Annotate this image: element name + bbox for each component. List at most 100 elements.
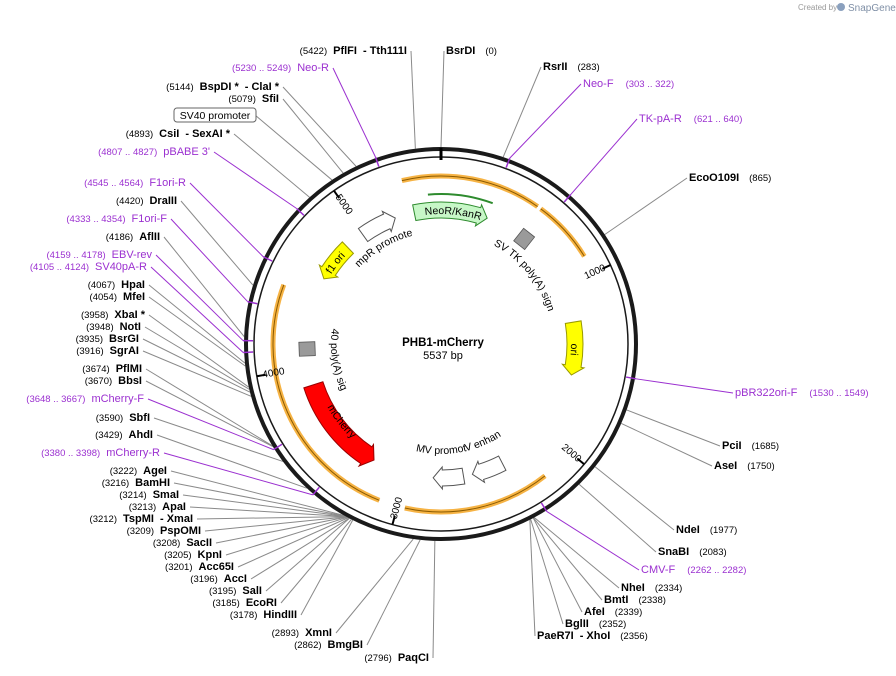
site-label-pcii[interactable]: PciI(1685) <box>722 440 779 452</box>
site-label-noti[interactable]: NotI(3948) <box>86 321 141 333</box>
site-name: BsrGI <box>109 333 139 345</box>
connector-line <box>196 516 346 520</box>
site-label-bsrdi[interactable]: BsrDI(0) <box>446 45 497 57</box>
site-label-snabi[interactable]: SnaBI(2083) <box>658 546 727 558</box>
site-label-smai[interactable]: SmaI(3214) <box>119 489 179 501</box>
primer-label-neof[interactable]: Neo-F(303 .. 322) <box>583 78 674 90</box>
site-label-bsrgi[interactable]: BsrGI(3935) <box>76 333 139 345</box>
site-name: HindIII <box>263 609 297 621</box>
site-name: BamHI <box>135 477 170 489</box>
site-label-nhei[interactable]: NheI(2334) <box>621 582 682 594</box>
primer-mark <box>247 300 258 305</box>
connector-line <box>626 409 721 447</box>
site-label-bmti[interactable]: BmtI(2338) <box>604 594 666 606</box>
site-position: (3196) <box>190 574 217 585</box>
site-position: (2352) <box>599 619 626 630</box>
site-label-bamhi[interactable]: BamHI (3216) <box>102 477 170 489</box>
site-label-draiii[interactable]: DraIII(4420) <box>116 195 177 207</box>
site-label-ndei[interactable]: NdeI(1977) <box>676 524 737 536</box>
feature-ori <box>561 320 586 376</box>
site-label-aflii[interactable]: AflII(4186) <box>106 231 160 243</box>
primer-label-mcherryf[interactable]: mCherry-F(3648 .. 3667) <box>26 393 144 405</box>
primer-label-f1orif[interactable]: F1ori-F(4333 .. 4354) <box>66 213 167 225</box>
site-label-paqci[interactable]: PaqCI(2796) <box>364 652 429 664</box>
site-label-ecori[interactable]: EcoRI(3185) <box>212 597 277 609</box>
site-name-extra: - SexAI * <box>185 128 230 140</box>
primer-label-tkpar[interactable]: TK-pA-R(621 .. 640) <box>639 113 742 125</box>
primer-label-cmvf[interactable]: CMV-F(2262 .. 2282) <box>641 564 746 576</box>
site-label-bbsi[interactable]: BbsI(3670) <box>85 375 142 387</box>
site-name: PspOMI <box>160 525 201 537</box>
primer-mark <box>540 502 548 512</box>
site-label-acci[interactable]: AccI(3196) <box>190 573 247 585</box>
site-label-mfei[interactable]: MfeI (4054) <box>90 291 145 303</box>
site-label-ecoo109i[interactable]: EcoO109I(865) <box>689 172 771 184</box>
primer-connector-line <box>213 151 297 209</box>
feature-sv40-polya <box>298 341 316 357</box>
site-name: PaqCI <box>398 652 429 664</box>
connector-line <box>142 350 252 397</box>
primer-connector-line <box>570 118 638 195</box>
primer-mark <box>563 193 572 203</box>
primer-name: CMV-F <box>641 564 676 576</box>
site-label-hindiii[interactable]: HindIII(3178) <box>230 609 297 621</box>
site-label-kpni[interactable]: KpnI(3205) <box>164 549 222 561</box>
site-label-pspomi[interactable]: PspOMI (3209) <box>127 525 201 537</box>
site-position: (2893) <box>272 628 299 639</box>
primer-connector-line <box>150 266 244 353</box>
label-connectors <box>142 50 734 659</box>
site-label-bglii[interactable]: BglII(2352) <box>565 618 626 630</box>
site-label-ahdi[interactable]: AhdI(3429) <box>95 429 153 441</box>
site-position: (283) <box>577 62 599 73</box>
connector-line <box>182 494 346 517</box>
site-name: AfeI <box>584 606 605 618</box>
site-name: BspDI * <box>200 81 240 93</box>
site-label-paer7i[interactable]: PaeR7I- XhoI(2356) <box>537 630 648 642</box>
primer-label-pbr322orif[interactable]: pBR322ori-F(1530 .. 1549) <box>735 387 869 399</box>
primer-label-neor[interactable]: Neo-R(5230 .. 5249) <box>232 62 329 74</box>
site-name: PflMI <box>116 363 142 375</box>
site-label-bmgbi[interactable]: BmgBI(2862) <box>294 639 363 651</box>
site-label-sbfi[interactable]: SbfI(3590) <box>96 412 150 424</box>
site-label-rsrii[interactable]: RsrII(283) <box>543 61 600 73</box>
primer-label-pbabe3[interactable]: pBABE 3'(4807 .. 4827) <box>98 146 210 158</box>
primer-name: TK-pA-R <box>639 113 682 125</box>
primer-connector-line <box>635 378 734 394</box>
primer-label-sv40par[interactable]: SV40pA-R(4105 .. 4124) <box>30 261 147 273</box>
site-label-bspdi[interactable]: - ClaI *BspDI *(5144) <box>166 81 280 93</box>
connector-line <box>153 417 283 462</box>
site-label-sfii[interactable]: SfiI(5079) <box>228 93 279 105</box>
site-label-agei[interactable]: AgeI(3222) <box>110 465 167 477</box>
site-position: (3216) <box>102 478 129 489</box>
primer-label-mcherryr[interactable]: mCherry-R(3380 .. 3398) <box>41 447 160 459</box>
tick-mark <box>333 190 340 199</box>
connector-line <box>532 517 583 613</box>
site-label-pflmi[interactable]: PflMI(3674) <box>82 363 142 375</box>
site-name: SgrAI <box>110 345 139 357</box>
connector-line <box>254 114 333 181</box>
site-label-sgrai[interactable]: SgrAI(3916) <box>76 345 139 357</box>
site-label-apai[interactable]: ApaI(3213) <box>129 501 186 513</box>
site-label-acc65i[interactable]: Acc65I(3201) <box>165 561 234 573</box>
site-label-csii[interactable]: - SexAI *CsiI(4893) <box>126 128 231 140</box>
site-label-asei[interactable]: AseI(1750) <box>714 460 775 472</box>
site-position: (4054) <box>90 292 117 303</box>
site-position: (3201) <box>165 562 192 573</box>
site-name: MfeI <box>123 291 145 303</box>
site-label-sv40promoter[interactable]: SV40 promoter <box>173 107 257 123</box>
primer-range: (4159 .. 4178) <box>46 250 105 261</box>
site-label-sali[interactable]: SalI(3195) <box>209 585 262 597</box>
site-label-hpai[interactable]: HpaI(4067) <box>88 279 145 291</box>
site-label-afei[interactable]: AfeI(2339) <box>584 606 642 618</box>
credit-brand: SnapGene <box>848 3 896 14</box>
site-label-xbai[interactable]: XbaI *(3958) <box>81 309 146 321</box>
site-label-xmni[interactable]: XmnI(2893) <box>272 627 332 639</box>
primer-label-f1orir[interactable]: F1ori-R(4545 .. 4564) <box>84 177 186 189</box>
primer-label-ebvrev[interactable]: EBV-rev(4159 .. 4178) <box>46 249 152 261</box>
site-label-sacii[interactable]: SacII(3208) <box>153 537 212 549</box>
site-name: ApaI <box>162 501 186 513</box>
connector-line <box>265 517 350 592</box>
site-position: (3209) <box>127 526 154 537</box>
